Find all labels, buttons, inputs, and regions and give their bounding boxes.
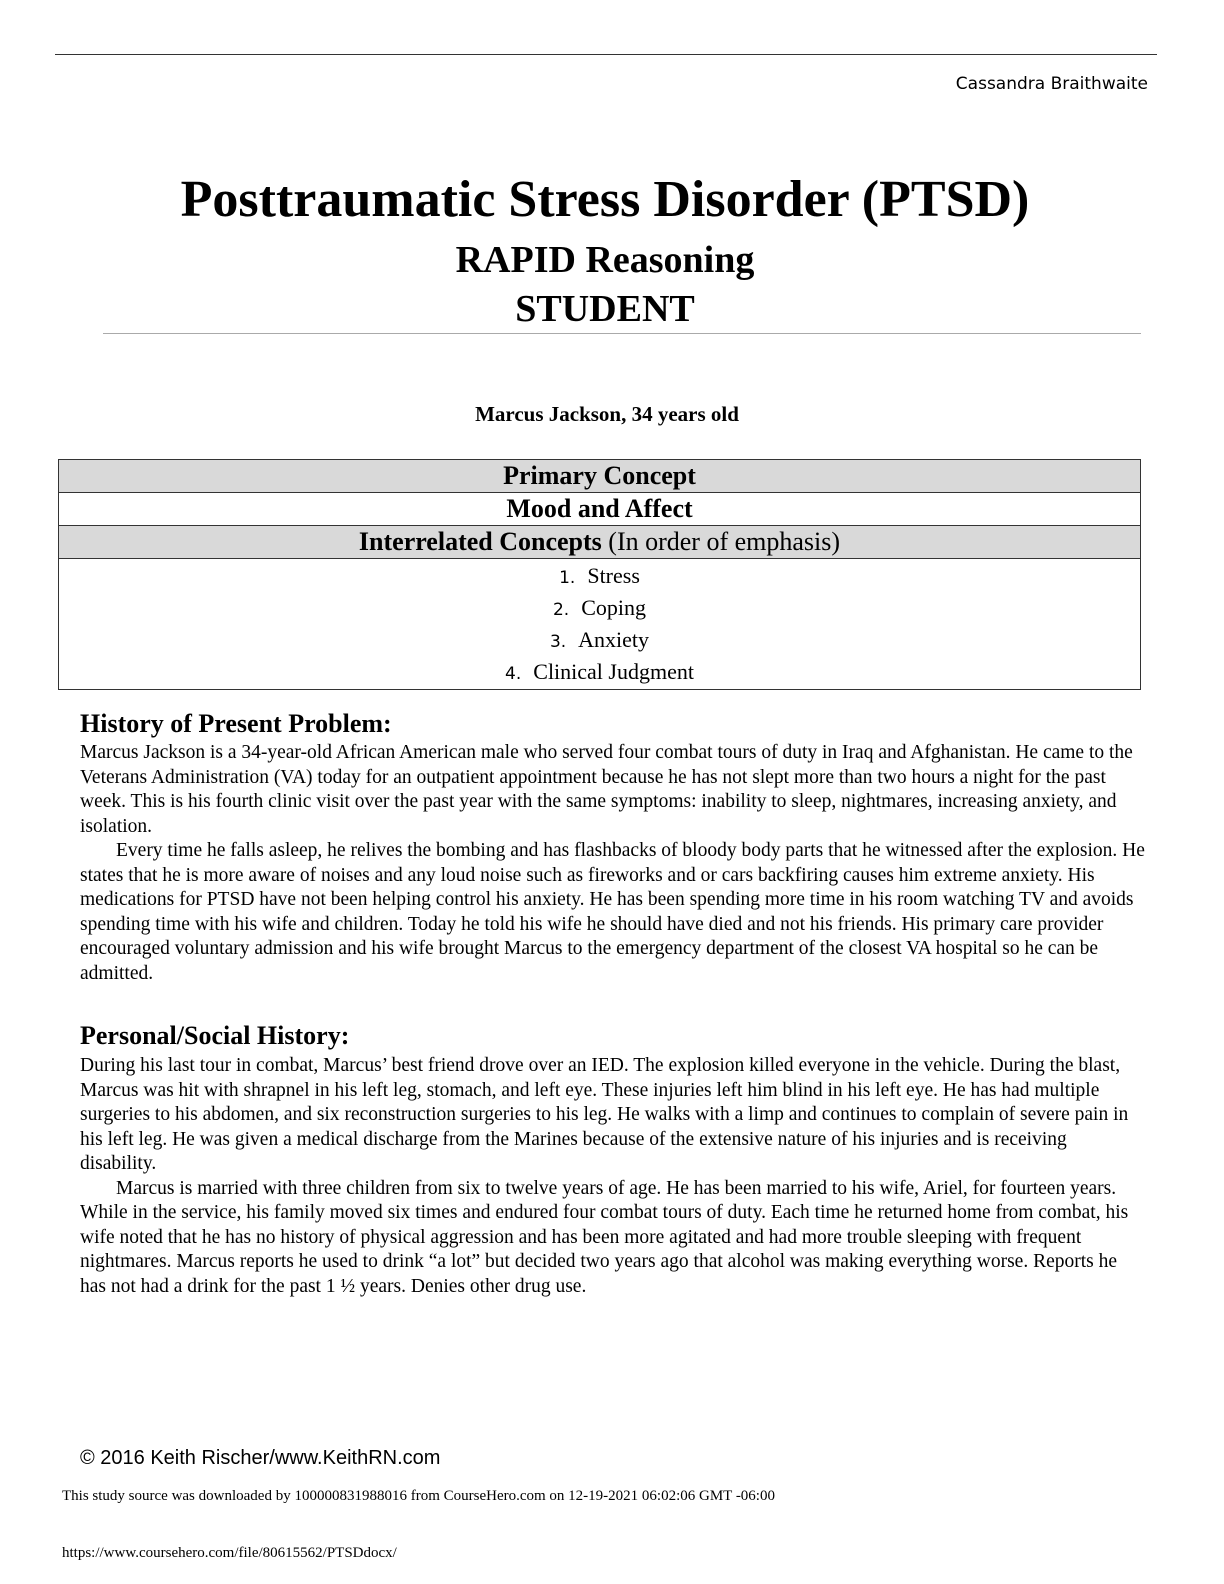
- social-paragraph-2: Marcus is married with three children fr…: [80, 1177, 1129, 1297]
- interrelated-concepts-list: 1.Stress 2.Coping 3.Anxiety 4.Clinical J…: [58, 558, 1141, 690]
- primary-concept: Mood and Affect: [58, 492, 1141, 526]
- author-name: Cassandra Braithwaite: [955, 74, 1148, 94]
- page-subtitle: RAPID Reasoning: [455, 239, 755, 281]
- patient-name: Marcus Jackson, 34 years old: [475, 402, 739, 426]
- concepts-table: Primary Concept Mood and Affect Interrel…: [58, 459, 1141, 690]
- list-item: 4.Clinical Judgment: [505, 659, 694, 684]
- download-notice: This study source was downloaded by 1000…: [62, 1488, 775, 1504]
- page-subtitle-student: STUDENT: [515, 288, 695, 330]
- social-heading: Personal/Social History:: [80, 1021, 350, 1050]
- social-paragraph-1: During his last tour in combat, Marcus’ …: [80, 1055, 1129, 1174]
- source-url[interactable]: https://www.coursehero.com/file/80615562…: [62, 1545, 397, 1561]
- list-item: 2.Coping: [552, 595, 647, 620]
- social-text: During his last tour in combat, Marcus’ …: [80, 1054, 1146, 1299]
- primary-concept-header: Primary Concept: [58, 459, 1141, 493]
- title-rule: [103, 333, 1141, 334]
- history-text: Marcus Jackson is a 34-year-old African …: [80, 741, 1146, 986]
- page-title: Posttraumatic Stress Disorder (PTSD): [180, 171, 1030, 228]
- header-rule: [55, 54, 1157, 55]
- copyright: © 2016 Keith Rischer/www.KeithRN.com: [80, 1447, 441, 1469]
- history-paragraph-1: Marcus Jackson is a 34-year-old African …: [80, 742, 1133, 837]
- list-item: 3.Anxiety: [549, 627, 650, 652]
- list-item: 1.Stress: [559, 563, 640, 588]
- history-paragraph-2: Every time he falls asleep, he relives t…: [80, 840, 1145, 984]
- interrelated-concepts-header: Interrelated Concepts (In order of empha…: [58, 525, 1141, 559]
- history-heading: History of Present Problem:: [80, 709, 392, 738]
